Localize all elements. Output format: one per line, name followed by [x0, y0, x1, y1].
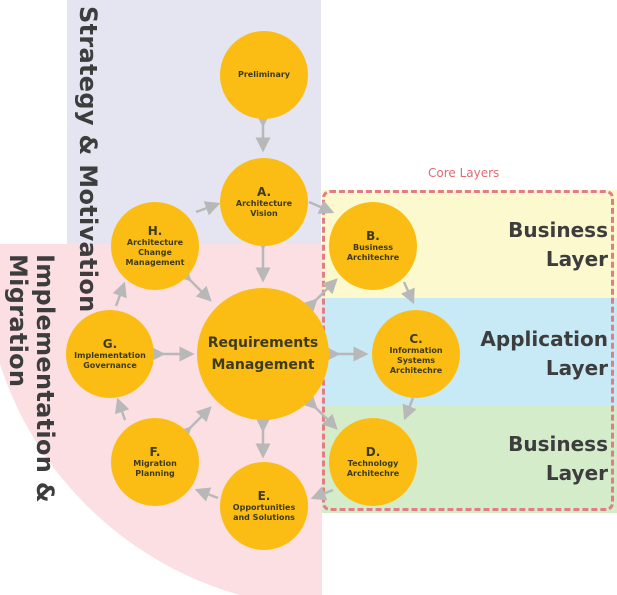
core-layers-label: Core Layers	[428, 166, 500, 180]
arrow-req-b	[301, 278, 338, 315]
arrow-h-a	[195, 201, 221, 216]
phase-d-technology-architecture[interactable]: D. Technology Architechre	[329, 418, 417, 506]
arrow-req-f	[175, 406, 212, 443]
node-letter: E.	[257, 489, 271, 503]
business-layer-label: Business Layer	[508, 216, 608, 274]
phase-a-architecture-vision[interactable]: A. Architecture Vision	[220, 158, 308, 246]
node-letter: C.	[409, 332, 423, 346]
requirements-management[interactable]: Requirements Management	[197, 288, 329, 420]
arrow-a-b	[308, 200, 335, 214]
layer-label-line: Business	[508, 218, 608, 242]
arrow-g-h	[112, 281, 127, 307]
node-name: Architecture Vision	[235, 199, 293, 218]
node-letter: F.	[149, 445, 161, 459]
node-letter: G.	[102, 337, 118, 351]
layer-label-line: Business	[508, 432, 608, 456]
phase-f-migration-planning[interactable]: F. Migration Planning	[111, 418, 199, 506]
node-name: Preliminary	[237, 70, 291, 79]
node-name: Technology Architechre	[346, 459, 400, 478]
implementation-migration-label: Implementation & Migration	[4, 254, 59, 504]
arrow-req-h	[175, 265, 212, 302]
arrow-req-d	[301, 393, 338, 430]
node-letter: D.	[365, 445, 381, 459]
arrow-c-d	[402, 397, 417, 421]
technology-layer-label: Business Layer	[508, 430, 608, 488]
phase-h-architecture-change-management[interactable]: H. Architecture Change Management	[111, 202, 199, 290]
layer-label-line: Layer	[545, 356, 608, 380]
node-name: Requirements Management	[207, 335, 319, 373]
arrow-e-f	[194, 487, 219, 502]
node-name: Implementation Governance	[74, 351, 146, 370]
phase-preliminary[interactable]: Preliminary	[220, 31, 308, 119]
node-name: Architecture Change Management	[125, 238, 185, 267]
node-name: Business Architechre	[346, 243, 400, 262]
arrow-f-g	[115, 397, 130, 421]
layer-label-line: Layer	[545, 247, 608, 271]
layer-label-line: Application	[480, 327, 608, 351]
phase-b-business-architecture[interactable]: B. Business Architechre	[329, 202, 417, 290]
node-name: Information Systems Architechre	[389, 346, 443, 375]
node-name: Migration Planning	[133, 459, 177, 478]
application-layer-band	[322, 298, 617, 406]
strategy-motivation-label: Strategy & Motivation	[74, 6, 102, 313]
phase-e-opportunities-and-solutions[interactable]: E. Opportunities and Solutions	[220, 462, 308, 550]
arrow-d-e	[310, 486, 334, 501]
node-letter: H.	[147, 224, 163, 238]
arrow-b-c	[401, 281, 415, 305]
phase-g-implementation-governance[interactable]: G. Implementation Governance	[66, 310, 154, 398]
node-name: Opportunities and Solutions	[232, 503, 296, 522]
node-letter: A.	[256, 185, 272, 199]
application-layer-label: Application Layer	[480, 325, 608, 383]
node-letter: B.	[366, 229, 380, 243]
phase-c-information-systems-architecture[interactable]: C. Information Systems Architechre	[372, 310, 460, 398]
layer-label-line: Layer	[545, 461, 608, 485]
